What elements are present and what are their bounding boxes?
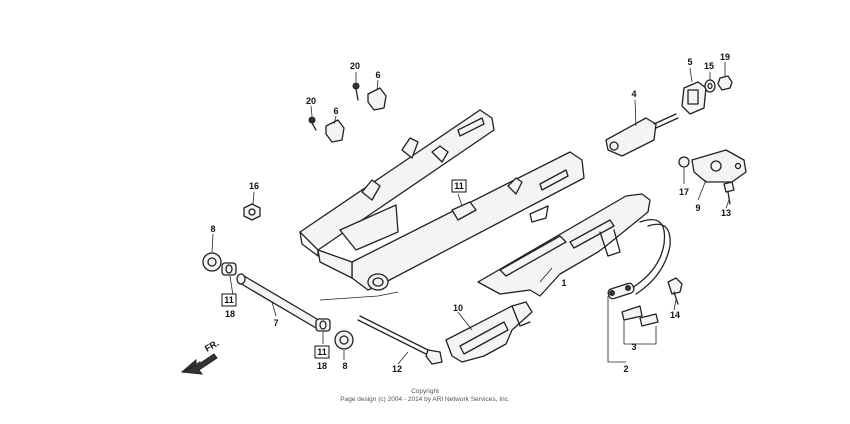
callout-3: 3 <box>631 342 636 352</box>
collar-8-right[interactable] <box>334 330 354 350</box>
swingarm[interactable] <box>299 109 585 291</box>
callout-9: 9 <box>695 203 700 213</box>
nut-19[interactable] <box>717 75 733 91</box>
callout-10: 10 <box>453 303 463 313</box>
callout-11-right: 11 <box>317 347 327 357</box>
callout-2: 2 <box>623 364 628 374</box>
collar-8-left[interactable] <box>202 252 222 272</box>
leader-lines <box>211 62 730 365</box>
callout-13: 13 <box>721 208 731 218</box>
bearing-18-right[interactable] <box>315 318 331 332</box>
clip-6-upper[interactable] <box>367 87 387 111</box>
chain-pipe[interactable] <box>631 218 671 295</box>
copyright-notice: Page design (c) 2004 - 2014 by ARI Netwo… <box>340 396 510 403</box>
callout-12: 12 <box>392 364 402 374</box>
callout-labels: 1 2 3 4 5 6 6 7 8 8 9 10 12 13 14 15 16 … <box>210 52 731 374</box>
bolt-14[interactable] <box>667 277 683 305</box>
callout-20-lower: 20 <box>306 96 316 106</box>
pivot-bolt[interactable] <box>236 273 323 329</box>
chain-slider[interactable] <box>445 301 533 363</box>
callout-5: 5 <box>687 57 692 67</box>
callout-8-left: 8 <box>210 224 215 234</box>
callout-18-right: 18 <box>317 361 327 371</box>
bolt-20-lower[interactable] <box>308 116 317 131</box>
front-direction-label: FR. <box>203 338 221 354</box>
bearing-18-left[interactable] <box>221 262 237 276</box>
callout-box-11-left <box>221 293 237 307</box>
drive-chain-links[interactable] <box>607 282 659 327</box>
callout-box-11-right <box>314 345 330 359</box>
callout-19: 19 <box>720 52 730 62</box>
bolt-20-upper[interactable] <box>352 82 360 101</box>
callout-8-right: 8 <box>342 361 347 371</box>
callout-15: 15 <box>704 61 714 71</box>
callout-11-left: 11 <box>224 295 234 305</box>
nut-16[interactable] <box>243 203 261 221</box>
callout-16: 16 <box>249 181 259 191</box>
washer-15[interactable] <box>704 79 716 93</box>
callout-7: 7 <box>273 318 278 328</box>
chain-adjuster-4[interactable] <box>605 113 679 157</box>
collar-17[interactable] <box>678 156 690 168</box>
callout-4: 4 <box>631 89 636 99</box>
callout-1: 1 <box>561 278 566 288</box>
callout-6-upper: 6 <box>375 70 380 80</box>
callout-20-upper: 20 <box>350 61 360 71</box>
front-direction-arrow: FR. <box>180 338 221 375</box>
callout-17: 17 <box>679 187 689 197</box>
callout-6-lower: 6 <box>333 106 338 116</box>
chain-guard[interactable] <box>477 193 651 297</box>
stopper-plate-9[interactable] <box>691 149 747 183</box>
clip-6-lower[interactable] <box>325 119 345 143</box>
callout-14: 14 <box>670 310 680 320</box>
callout-box-11-top <box>451 179 467 193</box>
adjuster-block-5[interactable] <box>681 81 707 115</box>
bolt-13[interactable] <box>723 181 735 205</box>
copyright-line: Copyright <box>411 388 439 395</box>
adjuster-bolt-12[interactable] <box>357 315 443 365</box>
callout-11-top: 11 <box>454 181 464 191</box>
callout-18-left: 18 <box>225 309 235 319</box>
